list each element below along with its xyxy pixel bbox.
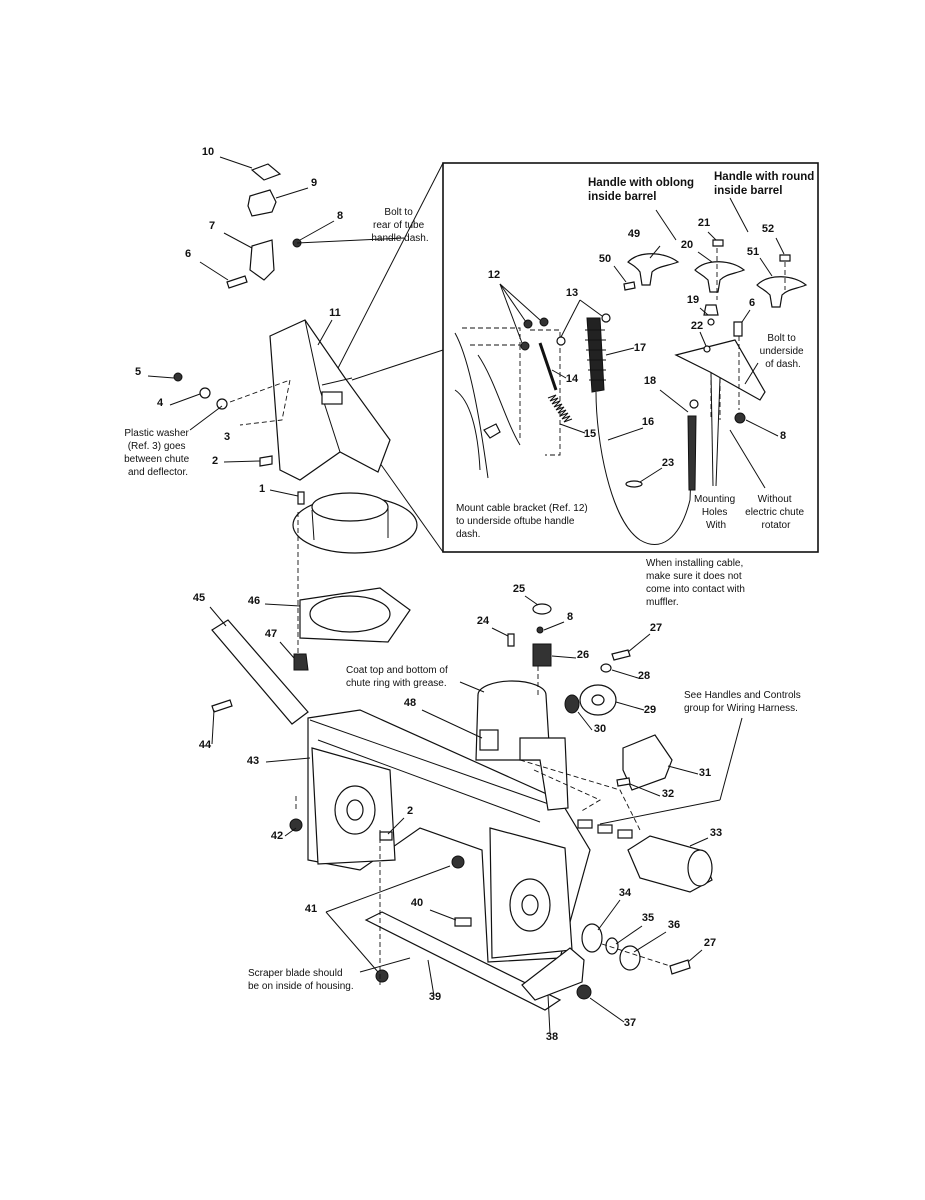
callout-31: 31 (699, 767, 711, 779)
inset-parts (520, 239, 808, 545)
callout-21: 21 (698, 217, 710, 229)
callout-5: 5 (135, 366, 141, 378)
note-bolt-underside: Bolt to underside of dash. (760, 333, 807, 370)
callout-6: 6 (185, 248, 191, 260)
note-plastic-washer: Plastic washer (Ref. 3) goes between chu… (124, 428, 192, 478)
callout-47: 47 (265, 628, 277, 640)
callout-49: 49 (628, 228, 640, 240)
callout-37: 37 (624, 1017, 636, 1029)
callout-27: 27 (704, 937, 716, 949)
callout-23: 23 (662, 457, 674, 469)
callout-11: 11 (329, 307, 341, 319)
note-mount-cable: Mount cable bracket (Ref. 12) to undersi… (456, 503, 591, 540)
callout-52: 52 (762, 223, 774, 235)
auger-housing (289, 603, 713, 1011)
note-see-handles: See Handles and Controls group for Wirin… (684, 690, 804, 714)
callout-32: 32 (662, 788, 674, 800)
callout-33: 33 (710, 827, 722, 839)
callout-27: 27 (650, 622, 662, 634)
callout-41: 41 (305, 903, 317, 915)
callout-36: 36 (668, 919, 680, 931)
callout-35: 35 (642, 912, 654, 924)
callout-1: 1 (259, 483, 265, 495)
callout-12: 12 (488, 269, 500, 281)
callout-8: 8 (780, 430, 786, 442)
callout-4: 4 (157, 397, 164, 409)
note-coat-top: Coat top and bottom of chute ring with g… (346, 665, 451, 689)
callout-2: 2 (407, 805, 413, 817)
callout-45: 45 (193, 592, 205, 604)
callout-20: 20 (681, 239, 693, 251)
callout-7: 7 (209, 220, 215, 232)
callout-6: 6 (749, 297, 755, 309)
callout-22: 22 (691, 320, 703, 332)
callout-30: 30 (594, 723, 606, 735)
callout-3: 3 (224, 431, 230, 443)
callout-28: 28 (638, 670, 650, 682)
note-without-electric: Without electric chute rotator (745, 494, 807, 531)
chute-assembly (173, 163, 418, 660)
callout-14: 14 (566, 373, 579, 385)
callout-16: 16 (642, 416, 654, 428)
note-handle-round: Handle with round inside barrel (714, 171, 818, 197)
callout-8: 8 (337, 210, 343, 222)
callout-26: 26 (577, 649, 589, 661)
callout-25: 25 (513, 583, 525, 595)
note-handle-oblong: Handle with oblong inside barrel (588, 177, 697, 203)
note-mounting-holes: Mounting Holes With (694, 494, 738, 531)
callout-17: 17 (634, 342, 646, 354)
note-bolt-rear: Bolt to rear of tube handle dash. (371, 207, 428, 244)
callout-29: 29 (644, 704, 656, 716)
callout-numbers: 1098761154321121317141516231849502120192… (135, 146, 786, 1043)
callout-9: 9 (311, 177, 317, 189)
callout-15: 15 (584, 428, 596, 440)
callout-44: 44 (199, 739, 212, 751)
callout-10: 10 (202, 146, 214, 158)
callout-51: 51 (747, 246, 759, 258)
callout-24: 24 (477, 615, 490, 627)
callout-46: 46 (248, 595, 260, 607)
callout-38: 38 (546, 1031, 558, 1043)
annotations: Bolt to rear of tube handle dash. Plasti… (124, 171, 818, 992)
callout-19: 19 (687, 294, 699, 306)
callout-50: 50 (599, 253, 611, 265)
callout-8: 8 (567, 611, 573, 623)
callout-39: 39 (429, 991, 441, 1003)
callout-13: 13 (566, 287, 578, 299)
callout-2: 2 (212, 455, 218, 467)
callout-34: 34 (619, 887, 632, 899)
callout-43: 43 (247, 755, 259, 767)
note-installing-cable: When installing cable, make sure it does… (646, 558, 748, 608)
callout-18: 18 (644, 375, 656, 387)
note-scraper-blade: Scraper blade should be on inside of hou… (248, 968, 354, 992)
leader-lines (147, 156, 785, 1035)
callout-42: 42 (271, 830, 283, 842)
callout-48: 48 (404, 697, 416, 709)
ring-gear (211, 587, 411, 725)
inset-box (334, 162, 819, 553)
callout-40: 40 (411, 897, 423, 909)
